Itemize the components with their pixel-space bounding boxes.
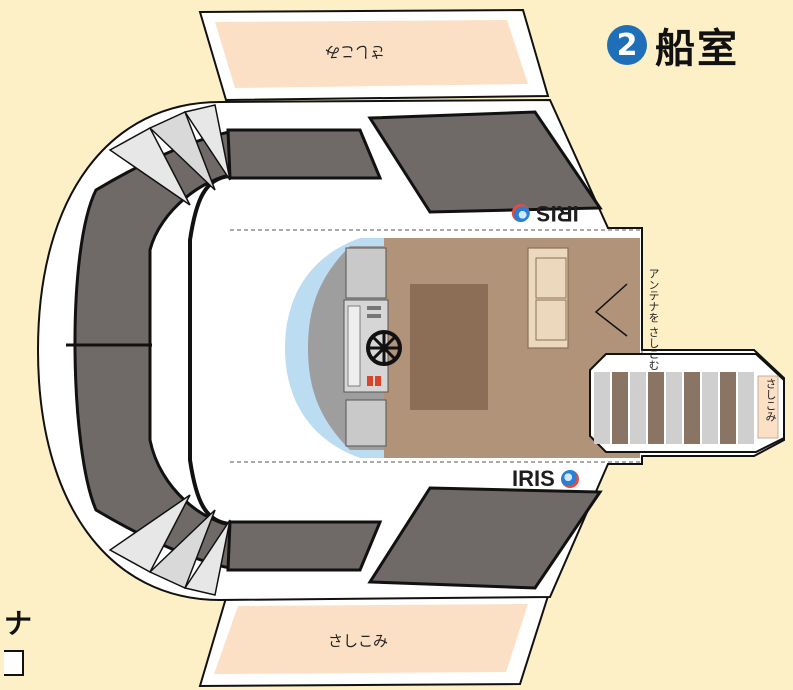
iris-logo-icon bbox=[560, 470, 579, 488]
stripe-2 bbox=[612, 372, 628, 444]
stripe-3 bbox=[630, 372, 646, 444]
title-number-badge: 2 bbox=[607, 25, 647, 65]
top-insert-tab-fill bbox=[215, 20, 528, 88]
brand-logo-bottom: IRIS bbox=[512, 466, 579, 492]
stripe-7 bbox=[702, 372, 718, 444]
antenna-slit-mark bbox=[594, 283, 628, 337]
antenna-instruction: アンテナを さしこむ bbox=[647, 268, 660, 371]
insert-label-top: さしこみ bbox=[325, 43, 386, 61]
stripe-4 bbox=[648, 372, 664, 444]
window-tab-2 bbox=[148, 110, 216, 191]
window-tab-3 bbox=[183, 104, 231, 181]
window-tab-5 bbox=[148, 509, 216, 590]
floor-mat bbox=[410, 284, 488, 410]
page-title: 2 船室 bbox=[607, 16, 739, 74]
window-tab-6 bbox=[183, 519, 231, 596]
edge-text-fragment: ナ bbox=[4, 607, 33, 640]
wheel-spoke-4 bbox=[371, 335, 397, 361]
window-tab-4 bbox=[108, 494, 191, 574]
brand-text-bottom: IRIS bbox=[512, 466, 555, 491]
bottom-left-panel bbox=[226, 520, 383, 572]
iris-logo-icon bbox=[512, 204, 530, 222]
control-red-button-1 bbox=[367, 376, 373, 386]
bottom-right-panel bbox=[367, 486, 603, 590]
window-tab-1 bbox=[108, 126, 191, 206]
control-red-button-2 bbox=[375, 376, 381, 386]
insert-label-side: さしこみ bbox=[764, 378, 777, 422]
bottom-insert-tab-fill bbox=[214, 604, 528, 674]
edge-box-fragment bbox=[4, 650, 24, 676]
brand-logo-top: IRIS bbox=[512, 200, 579, 226]
control-bottom-panel bbox=[345, 399, 387, 447]
control-meter bbox=[347, 305, 361, 387]
control-switch-2 bbox=[367, 314, 381, 318]
stripe-6 bbox=[684, 372, 700, 444]
stripe-1 bbox=[594, 372, 610, 444]
stripe-9 bbox=[738, 372, 754, 444]
side-insert-label-box bbox=[757, 375, 779, 439]
stripe-8 bbox=[720, 372, 736, 444]
brand-text-top: IRIS bbox=[536, 201, 579, 226]
top-right-panel bbox=[367, 110, 603, 214]
control-top-panel bbox=[345, 247, 387, 299]
control-switch-1 bbox=[367, 306, 381, 310]
title-text: 船室 bbox=[655, 26, 739, 72]
stripe-5 bbox=[666, 372, 682, 444]
top-left-panel bbox=[226, 128, 383, 180]
sofa-cushion-1 bbox=[535, 257, 567, 299]
sofa-cushion-2 bbox=[535, 299, 567, 341]
insert-label-bottom: さしこみ bbox=[328, 632, 389, 650]
